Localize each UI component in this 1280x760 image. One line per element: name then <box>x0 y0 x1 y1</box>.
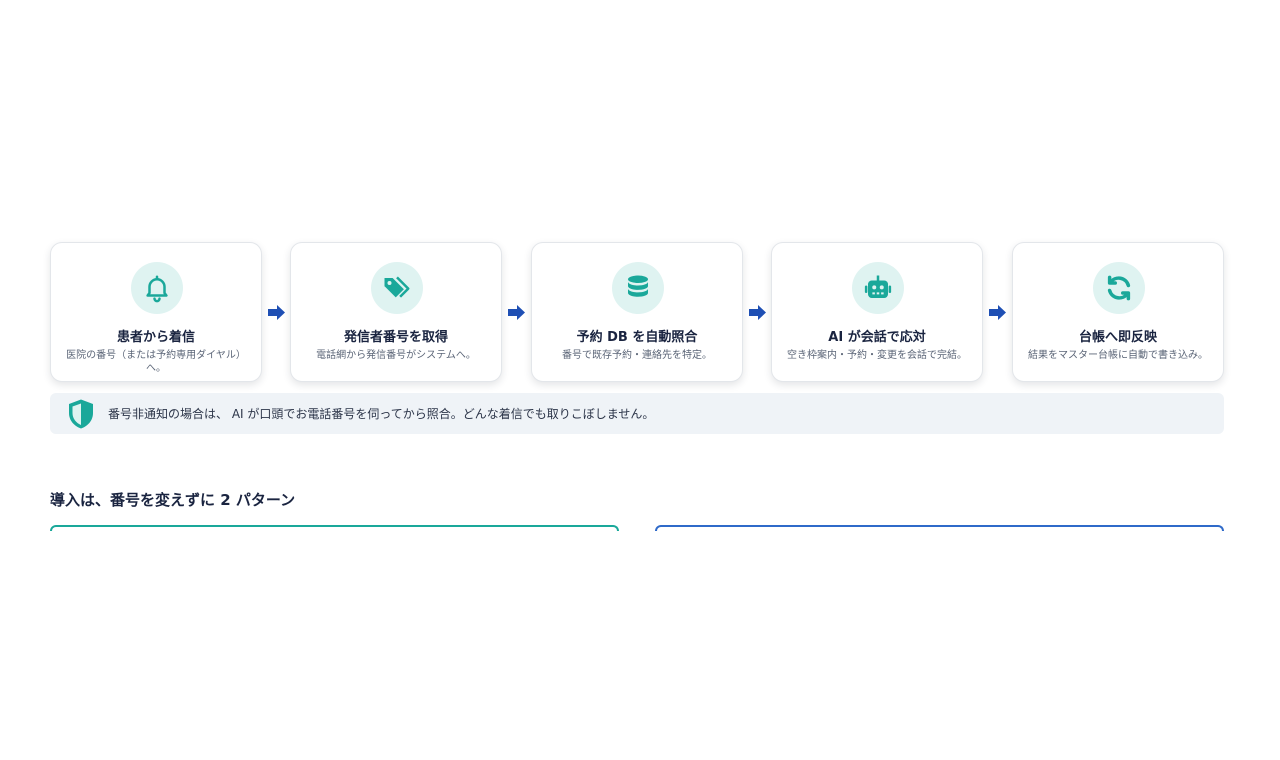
notice-text: 番号非通知の場合は、 AI が口頭でお電話番号を伺ってから照合。どんな着信でも取… <box>108 407 655 421</box>
database-icon <box>612 262 664 314</box>
flow-step-desc: 医院の番号（または予約専用ダイヤル）へ。 <box>66 350 246 374</box>
tags-icon <box>371 262 423 314</box>
arrow-right-icon <box>988 304 1006 320</box>
flow-step-caller-id: 発信者番号を取得 電話網から発信番号がシステムへ。 <box>290 242 502 382</box>
flow-step-title: AI が会話で応対 <box>828 330 926 345</box>
flow-step-desc: 結果をマスター台帳に自動で書き込み。 <box>1028 350 1208 361</box>
flow-step-ledger-update: 台帳へ即反映 結果をマスター台帳に自動で書き込み。 <box>1012 242 1224 382</box>
flow-step-desc: 空き枠案内・予約・変更を会話で完結。 <box>787 350 967 361</box>
sync-icon <box>1093 262 1145 314</box>
flow-step-title: 台帳へ即反映 <box>1078 330 1157 345</box>
patterns-heading: 導入は、番号を変えずに 2 パターン <box>50 491 296 509</box>
flow-step-title: 患者から着信 <box>116 330 195 345</box>
flow-step-incoming-call: 患者から着信 医院の番号（または予約専用ダイヤル）へ。 <box>50 242 262 382</box>
bell-icon <box>131 262 183 314</box>
unknown-number-notice: 番号非通知の場合は、 AI が口頭でお電話番号を伺ってから照合。どんな着信でも取… <box>50 393 1224 434</box>
flow-step-db-lookup: 予約 DB を自動照合 番号で既存予約・連絡先を特定。 <box>531 242 743 382</box>
robot-icon <box>852 262 904 314</box>
flow-step-title: 予約 DB を自動照合 <box>576 330 698 345</box>
arrow-right-icon <box>507 304 525 320</box>
flow-step-title: 発信者番号を取得 <box>343 330 448 345</box>
arrow-right-icon <box>267 304 285 320</box>
flow-step-ai-response: AI が会話で応対 空き枠案内・予約・変更を会話で完結。 <box>771 242 983 382</box>
arrow-right-icon <box>748 304 766 320</box>
call-flow: 患者から着信 医院の番号（または予約専用ダイヤル）へ。 発信者番号を取得 電話網… <box>50 242 1224 382</box>
pattern-card-a <box>50 525 619 531</box>
flow-step-desc: 番号で既存予約・連絡先を特定。 <box>562 350 712 361</box>
shield-icon <box>66 398 96 430</box>
flow-step-desc: 電話網から発信番号がシステムへ。 <box>316 350 476 361</box>
pattern-card-b <box>655 525 1224 531</box>
